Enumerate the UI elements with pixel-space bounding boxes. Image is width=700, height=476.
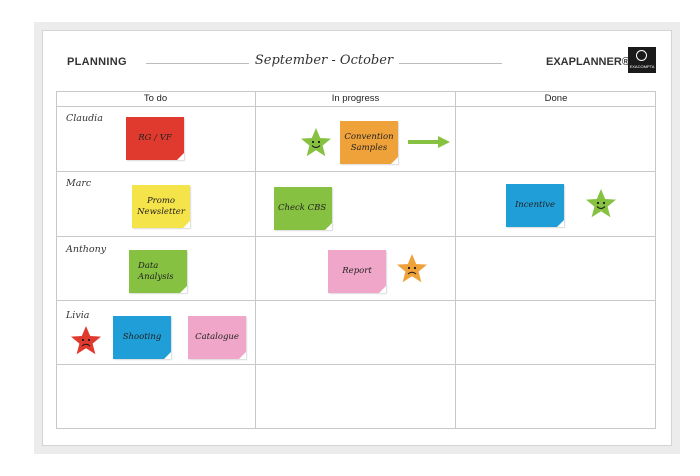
happy-star-icon[interactable] bbox=[585, 188, 617, 220]
column-divider bbox=[455, 91, 456, 429]
note-label: Check CBS bbox=[278, 203, 327, 213]
column-header-in-progress: In progress bbox=[331, 93, 380, 104]
column-header-done: Done bbox=[544, 93, 568, 104]
note-label: Convention Samples bbox=[344, 131, 394, 153]
note-label: Data Analysis bbox=[138, 260, 174, 282]
sticky-note-data-analysis[interactable]: Data Analysis bbox=[129, 250, 187, 293]
row-name-marc: Marc bbox=[66, 178, 92, 189]
row-name-claudia: Claudia bbox=[66, 113, 103, 124]
sticky-note-report[interactable]: Report bbox=[328, 250, 386, 293]
kanban-grid bbox=[56, 91, 656, 429]
row-divider bbox=[56, 171, 656, 172]
sticky-note-check-cbs[interactable]: Check CBS bbox=[274, 187, 332, 230]
planning-board bbox=[42, 30, 672, 446]
row-divider bbox=[56, 364, 656, 365]
sticky-note-convention-samples[interactable]: Convention Samples bbox=[340, 121, 398, 164]
note-label: Promo Newsletter bbox=[137, 195, 185, 217]
note-label: Incentive bbox=[514, 200, 556, 210]
sticky-note-promo-newsletter[interactable]: Promo Newsletter bbox=[132, 185, 190, 228]
brand-logo: EXACOMPTA bbox=[628, 47, 656, 73]
note-label: Report bbox=[342, 266, 372, 276]
brand-name: EXAPLANNER® bbox=[546, 56, 630, 68]
logo-mark-icon bbox=[636, 50, 647, 61]
planning-label: PLANNING bbox=[67, 56, 127, 68]
column-divider bbox=[255, 91, 256, 429]
column-header-to-do: To do bbox=[143, 93, 168, 104]
row-name-livia: Livia bbox=[66, 310, 90, 321]
sad-star-icon[interactable] bbox=[396, 253, 428, 285]
row-name-anthony: Anthony bbox=[66, 244, 107, 255]
note-label: RG / VF bbox=[138, 133, 172, 143]
sticky-note-catalogue[interactable]: Catalogue bbox=[188, 316, 246, 359]
board-title-text: September - October bbox=[248, 53, 400, 68]
happy-star-icon[interactable] bbox=[300, 127, 332, 159]
right-arrow-icon[interactable] bbox=[408, 136, 450, 148]
logo-text: EXACOMPTA bbox=[629, 64, 655, 69]
note-label: Catalogue bbox=[195, 332, 239, 342]
sticky-note-incentive[interactable]: Incentive bbox=[506, 184, 564, 227]
row-divider bbox=[56, 236, 656, 237]
header-divider bbox=[56, 106, 656, 107]
sticky-note-rg-vf[interactable]: RG / VF bbox=[126, 117, 184, 160]
board-title: September - October bbox=[146, 51, 502, 69]
sticky-note-shooting[interactable]: Shooting bbox=[113, 316, 171, 359]
row-divider bbox=[56, 300, 656, 301]
sad-star-icon[interactable] bbox=[70, 325, 102, 357]
note-label: Shooting bbox=[122, 332, 162, 342]
